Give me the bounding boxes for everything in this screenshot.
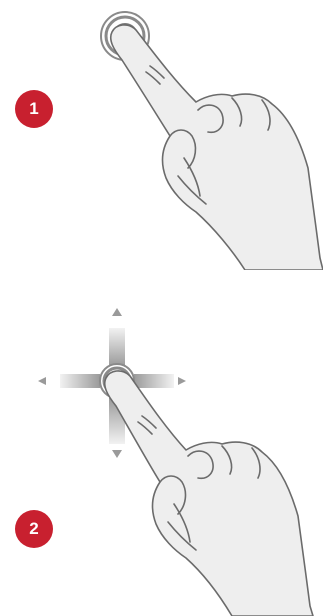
step-2-badge: 2 <box>15 510 53 548</box>
arrow-up-icon <box>109 308 125 366</box>
arrow-right-icon <box>134 374 186 388</box>
drag-gesture-illustration <box>38 308 314 616</box>
step-1-badge: 1 <box>15 90 53 128</box>
hand-drag-icon <box>103 370 314 616</box>
tap-gesture-illustration <box>100 11 323 270</box>
hand-tap-icon <box>109 24 323 270</box>
arrow-left-icon <box>38 374 100 388</box>
